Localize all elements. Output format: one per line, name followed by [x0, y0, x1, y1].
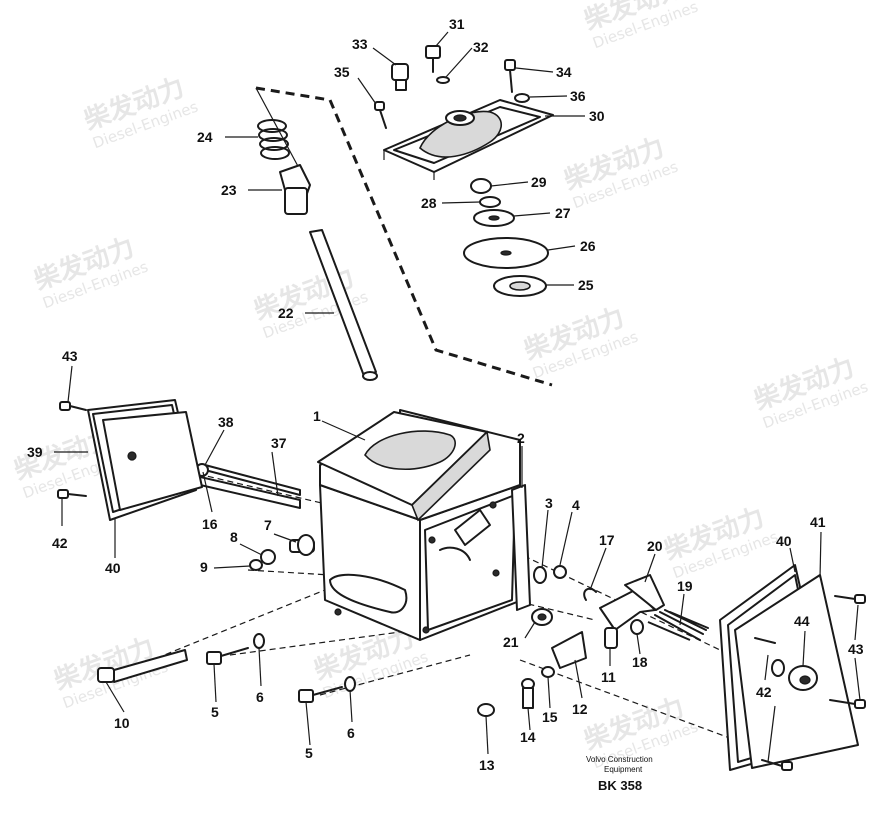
- watermark: 柴发动力 Diesel-Engines: [749, 352, 871, 433]
- callout-40b: 40: [776, 533, 792, 549]
- watermark: 柴发动力 Diesel-Engines: [579, 0, 701, 52]
- small-fittings: [531, 565, 567, 626]
- callout-35: 35: [334, 64, 350, 80]
- callout-32: 32: [473, 39, 489, 55]
- callout-1: 1: [313, 408, 321, 424]
- callout-9: 9: [200, 559, 208, 575]
- watermark: 柴发动力 Diesel-Engines: [79, 72, 201, 153]
- callout-26: 26: [580, 238, 596, 254]
- lever-assembly: [257, 119, 378, 381]
- callout-8: 8: [230, 529, 238, 545]
- credit-line1: Volvo Construction: [586, 755, 653, 764]
- callout-5b: 5: [305, 745, 313, 761]
- callout-44: 44: [794, 613, 810, 629]
- credit-block: Volvo Construction Equipment BK 358: [586, 755, 653, 793]
- housing-bolts: [97, 534, 356, 703]
- callout-43b: 43: [848, 641, 864, 657]
- callout-3: 3: [545, 495, 553, 511]
- callout-6a: 6: [256, 689, 264, 705]
- callout-18: 18: [632, 654, 648, 670]
- bolt-guide-9: [247, 569, 331, 576]
- callout-15: 15: [542, 709, 558, 725]
- callout-25: 25: [578, 277, 594, 293]
- callout-20: 20: [647, 538, 663, 554]
- gearbox-housing: [317, 409, 523, 641]
- callout-23: 23: [221, 182, 237, 198]
- callout-39: 39: [27, 444, 43, 460]
- callout-22: 22: [278, 305, 294, 321]
- callout-5a: 5: [211, 704, 219, 720]
- callout-34: 34: [556, 64, 572, 80]
- bolt-guide-10: [109, 589, 326, 678]
- callout-6b: 6: [347, 725, 355, 741]
- leader-lines: [54, 31, 861, 763]
- callout-4: 4: [572, 497, 580, 513]
- callout-40a: 40: [105, 560, 121, 576]
- callout-17: 17: [599, 532, 615, 548]
- washers-stack: [463, 178, 549, 297]
- callout-38: 38: [218, 414, 234, 430]
- callout-42a: 42: [52, 535, 68, 551]
- callout-30: 30: [589, 108, 605, 124]
- callout-24: 24: [197, 129, 213, 145]
- callout-10: 10: [114, 715, 130, 731]
- callout-21: 21: [503, 634, 519, 650]
- callout-28: 28: [421, 195, 437, 211]
- watermark: 柴发动力 Diesel-Engines: [659, 502, 781, 583]
- callout-31: 31: [449, 16, 465, 32]
- left-cover: [57, 399, 203, 521]
- top-cover-plate: [383, 99, 554, 180]
- callout-41: 41: [810, 514, 826, 530]
- spring-guide: [469, 529, 721, 651]
- callout-7: 7: [264, 517, 272, 533]
- callout-14: 14: [520, 729, 536, 745]
- callout-12: 12: [572, 701, 588, 717]
- callout-2: 2: [517, 430, 525, 446]
- callout-36: 36: [570, 88, 586, 104]
- callout-11: 11: [601, 669, 616, 685]
- callout-19: 19: [677, 578, 693, 594]
- drawing-code: BK 358: [598, 778, 642, 793]
- cover-bolts: [374, 45, 530, 129]
- callout-16: 16: [202, 516, 218, 532]
- watermark: 柴发动力 Diesel-Engines: [519, 302, 641, 383]
- watermark: 柴发动力 Diesel-Engines: [29, 232, 151, 313]
- credit-line2: Equipment: [604, 765, 643, 774]
- side-plate: [511, 484, 531, 611]
- linkage-parts: [477, 574, 709, 717]
- callout-labels: 1 2 3 4 5 5 6 6 7 8 9 10 11 12 13 14 15 …: [27, 16, 864, 773]
- right-cover: [719, 564, 866, 771]
- bolt-guide-5a: [229, 631, 401, 656]
- callout-29: 29: [531, 174, 547, 190]
- lever-guide-line: [255, 86, 553, 387]
- callout-42b: 42: [756, 684, 772, 700]
- cover-guide-right: [519, 659, 736, 741]
- callout-37: 37: [271, 435, 287, 451]
- callout-27: 27: [555, 205, 571, 221]
- watermark: 柴发动力 Diesel-Engines: [559, 132, 681, 213]
- callout-33: 33: [352, 36, 368, 52]
- callout-43a: 43: [62, 348, 78, 364]
- callout-13: 13: [479, 757, 495, 773]
